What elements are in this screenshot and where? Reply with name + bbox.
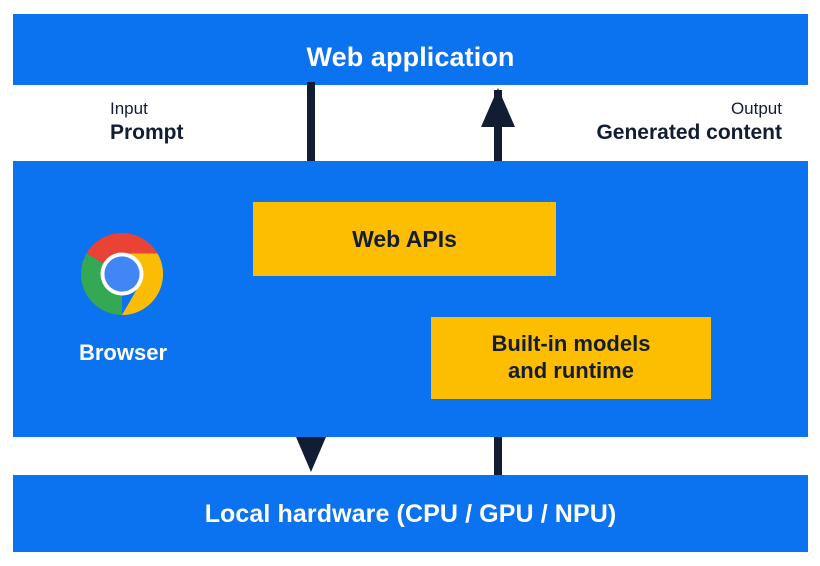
output-value: Generated content <box>596 121 782 145</box>
input-kicker: Input <box>110 99 148 118</box>
web-application-label: Web application <box>306 42 515 72</box>
local-hardware-label: Local hardware (CPU / GPU / NPU) <box>204 500 617 528</box>
chrome-logo-icon <box>80 232 164 316</box>
input-value: Prompt <box>110 121 184 145</box>
built-in-models-line-2: and runtime <box>508 358 634 383</box>
web-application-band: Web application <box>13 14 808 85</box>
input-flow-label: Input Prompt <box>110 99 184 146</box>
output-kicker: Output <box>730 99 782 118</box>
local-hardware-band: Local hardware (CPU / GPU / NPU) <box>13 475 808 552</box>
built-in-models-line-1: Built-in models <box>491 331 651 357</box>
built-in-models-label: Built-in models and runtime <box>492 331 651 385</box>
web-apis-box[interactable]: Web APIs <box>253 202 556 276</box>
built-in-models-box[interactable]: Built-in models and runtime <box>431 317 711 399</box>
web-apis-label: Web APIs <box>352 225 457 252</box>
browser-label: Browser <box>78 340 168 365</box>
output-flow-label: Output Generated content <box>596 99 782 146</box>
